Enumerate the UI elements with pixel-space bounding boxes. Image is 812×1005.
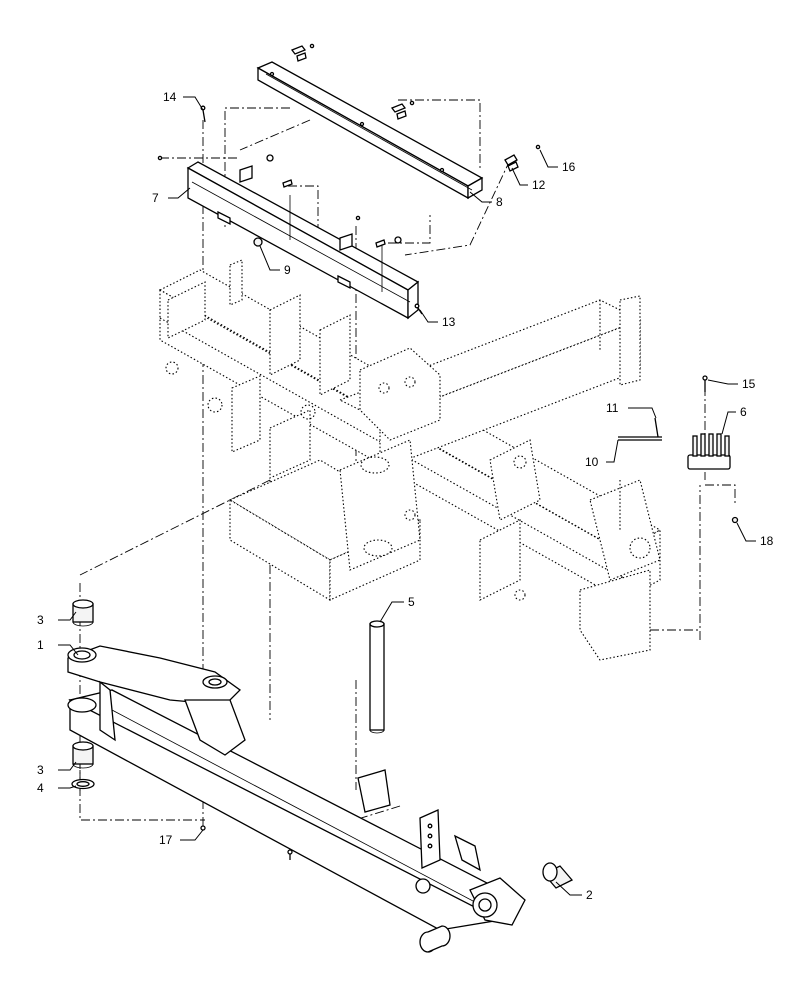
callout-18: 18 — [760, 534, 774, 548]
washer-part-4 — [71, 778, 95, 790]
bushing-bottom — [419, 925, 451, 953]
callout-6: 6 — [740, 405, 747, 419]
bushing-part-3-top — [72, 599, 94, 627]
pin-part-5 — [369, 620, 385, 734]
callout-labels: 1 2 3 3 4 5 6 7 8 9 10 11 12 13 14 15 16… — [37, 90, 774, 902]
lower-arm-part-1 — [67, 645, 526, 931]
callout-4: 4 — [37, 781, 44, 795]
clip-part-6 — [687, 433, 731, 470]
callout-3-top: 3 — [37, 613, 44, 627]
callout-17: 17 — [159, 833, 173, 847]
callout-3-bottom: 3 — [37, 763, 44, 777]
channel-bracket-part-7 — [186, 161, 420, 320]
callout-2: 2 — [586, 888, 593, 902]
fastener-part-18 — [731, 516, 739, 524]
main-frame-assembly — [158, 259, 662, 661]
bushing-part-3-bottom — [72, 741, 94, 769]
callout-12: 12 — [532, 178, 546, 192]
callout-16: 16 — [562, 160, 576, 174]
callout-15: 15 — [742, 377, 756, 391]
callout-13: 13 — [442, 315, 456, 329]
callout-14: 14 — [163, 90, 177, 104]
callout-5: 5 — [408, 595, 415, 609]
callout-leaders — [58, 96, 756, 896]
tube-part-10-11 — [618, 417, 662, 441]
callout-1: 1 — [37, 638, 44, 652]
callout-9: 9 — [284, 263, 291, 277]
callout-10: 10 — [585, 455, 599, 469]
callout-8: 8 — [496, 195, 503, 209]
fastener-part-15 — [702, 375, 708, 392]
top-crossbar-part-8 — [256, 61, 484, 200]
bushing-part-2 — [542, 862, 574, 889]
callout-7: 7 — [152, 191, 159, 205]
callout-11: 11 — [606, 401, 619, 415]
